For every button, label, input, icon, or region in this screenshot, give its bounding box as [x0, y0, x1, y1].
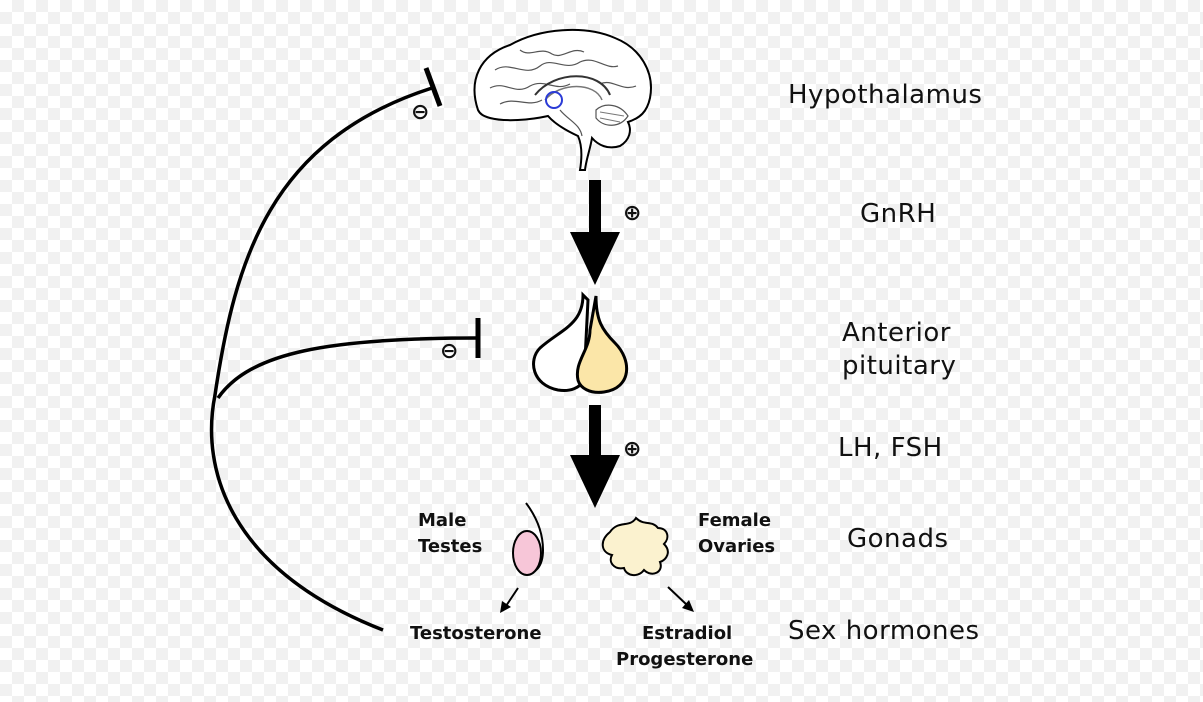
label-gnrh: GnRH	[860, 199, 936, 229]
arrow-ovary-to-estradiol	[668, 587, 694, 612]
arrow-gnrh	[570, 180, 620, 285]
testis-illustration	[513, 503, 543, 575]
arrow-testis-to-testosterone	[500, 588, 518, 613]
label-estradiol: Estradiol	[642, 623, 732, 644]
pituitary-illustration	[534, 295, 627, 392]
inhibit-sign-pituitary: ⊖	[440, 339, 458, 364]
label-sex-hormones: Sex hormones	[788, 616, 980, 646]
arrow-lh-fsh	[570, 405, 620, 508]
label-testes: Testes	[418, 536, 482, 557]
feedback-line-to-pituitary	[218, 338, 478, 398]
label-female: Female	[698, 510, 771, 531]
label-testosterone: Testosterone	[410, 623, 542, 644]
ovary-illustration	[603, 518, 668, 575]
label-ovaries: Ovaries	[698, 536, 775, 557]
label-hypothalamus: Hypothalamus	[788, 80, 982, 110]
label-anterior-pituitary-line2: pituitary	[842, 351, 956, 381]
label-progesterone: Progesterone	[616, 649, 753, 670]
label-male: Male	[418, 510, 466, 531]
label-gonads: Gonads	[847, 524, 949, 554]
stimulate-sign-lh-fsh: ⊕	[623, 437, 641, 462]
inhibit-sign-hypothalamus: ⊖	[411, 100, 429, 125]
label-anterior-pituitary-line1: Anterior	[842, 318, 951, 348]
label-lh-fsh: LH, FSH	[838, 433, 943, 463]
stimulate-sign-gnrh: ⊕	[623, 201, 641, 226]
feedback-line-to-hypothalamus	[212, 88, 432, 630]
